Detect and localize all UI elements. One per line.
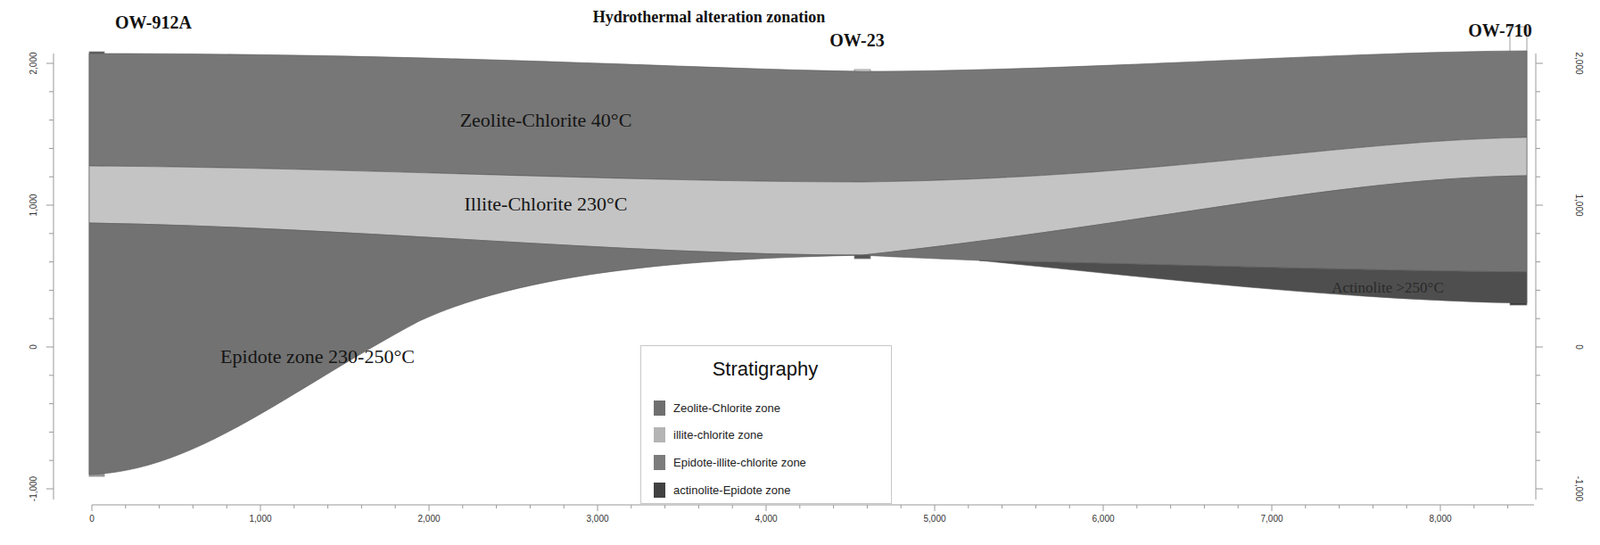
legend-text: Zeolite-Chlorite zone	[673, 401, 781, 415]
axis-label: 0	[29, 344, 39, 350]
zone-label: Actinolite >250°C	[1331, 280, 1444, 297]
axis-label: 2,000	[417, 514, 440, 524]
zone-band	[979, 260, 1527, 304]
axis-label: 6,000	[1091, 514, 1114, 524]
legend-swatch	[653, 427, 666, 443]
legend-title: Stratigraphy	[712, 359, 819, 380]
legend-swatch	[653, 482, 666, 498]
zone-label: Zeolite-Chlorite 40°C	[460, 109, 633, 132]
legend-row: illite-chlorite zone	[653, 426, 763, 443]
axis-label: 2,000	[1574, 51, 1584, 75]
legend-text: Epidote-illite-chlorite zone	[673, 455, 807, 470]
well-name: OW-23	[829, 31, 884, 50]
axis-label: 3,000	[585, 514, 609, 524]
zone-label: Epidote zone 230-250°C	[220, 346, 415, 368]
diagram-title: Hydrothermal alteration zonation	[593, 8, 826, 25]
axis-label: 4,000	[754, 514, 777, 524]
axis-label: -1,000	[1574, 476, 1584, 502]
axis-label: -1,000	[29, 476, 39, 502]
axis-label: 0	[89, 514, 95, 524]
axis-label: 1,000	[29, 193, 39, 216]
bottom-axis	[91, 504, 1535, 506]
axis-label: 8,000	[1428, 514, 1452, 524]
legend-swatch	[653, 400, 666, 416]
legend-text: actinolite-Epidote zone	[673, 483, 792, 497]
axis-label: 5,000	[923, 514, 946, 524]
axis-label: 1,000	[1574, 193, 1584, 216]
axis-label: 0	[1574, 344, 1584, 350]
axis-label: 1,000	[248, 514, 272, 524]
axis-label: 7,000	[1260, 514, 1283, 524]
legend-swatch	[653, 454, 666, 471]
legend-row: actinolite-Epidote zone	[653, 481, 792, 498]
axis-label: 2,000	[29, 51, 39, 75]
well-name: OW-912A	[115, 13, 192, 32]
well-name: OW-710	[1468, 21, 1532, 40]
legend-row: Epidote-illite-chlorite zone	[653, 453, 807, 471]
legend-text: illite-chlorite zone	[673, 428, 763, 442]
zone-label: Illite-Chlorite 230°C	[464, 193, 628, 215]
legend-row: Zeolite-Chlorite zone	[653, 399, 781, 416]
